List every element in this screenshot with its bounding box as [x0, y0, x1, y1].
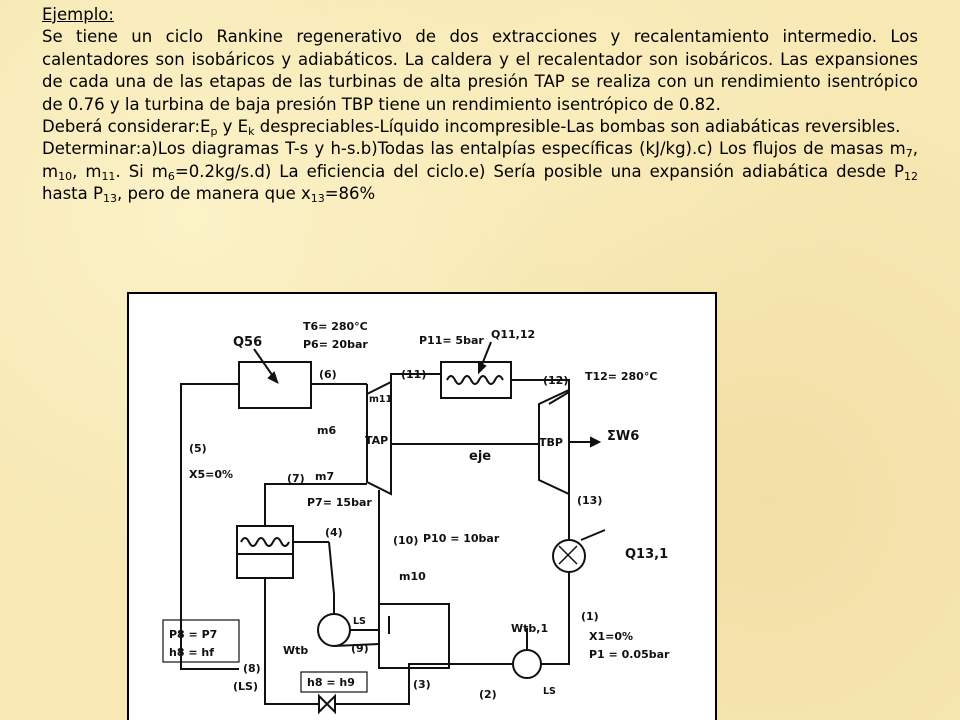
label-state-8: (8) — [243, 662, 261, 675]
label-state-1: (1) — [581, 610, 599, 623]
rankine-cycle-diagram: Q56 T6= 280°C P6= 20bar (6) (11) m11 P11… — [129, 294, 715, 720]
pipe-9 — [333, 643, 380, 647]
subscript: 10 — [58, 169, 73, 183]
label-p11: P11= 5bar — [419, 334, 484, 347]
example-title: Ejemplo: — [42, 5, 114, 24]
label-sum-w: ΣW6 — [607, 429, 639, 444]
label-p7: P7= 15bar — [307, 496, 372, 509]
label-tbp: TBP — [539, 436, 563, 449]
label-state-10: (10) — [393, 534, 418, 547]
label-eje: eje — [469, 449, 491, 464]
text-fragment: . Si m — [115, 161, 168, 181]
text-fragment: =86% — [324, 184, 376, 204]
text-fragment: =0.2kg/s.d) La eficiencia del ciclo.e) S… — [174, 161, 904, 181]
label-state-6: (6) — [319, 368, 337, 381]
text-fragment: , pero de manera que x — [116, 184, 311, 204]
label-q56: Q56 — [233, 335, 262, 350]
text-fragment: Deberá considerar:E — [42, 117, 211, 137]
pipe-7 — [264, 483, 367, 526]
pump-high — [317, 613, 351, 647]
subscript: p — [210, 125, 218, 139]
closed-heater — [236, 525, 294, 579]
label-state-12: (12) — [543, 374, 568, 387]
label-q131: Q13,1 — [625, 547, 668, 562]
problem-statement: Ejemplo: Se tiene un ciclo Rankine regen… — [42, 4, 918, 206]
label-p10: P10 = 10bar — [423, 532, 500, 545]
trap-valve — [318, 693, 336, 715]
subscript: 6 — [167, 169, 175, 183]
subscript: 13 — [102, 192, 117, 206]
label-state-2: (2) — [479, 688, 497, 701]
label-state-9: (9) — [351, 642, 369, 655]
label-state-4: (4) — [325, 526, 343, 539]
subscript: 13 — [310, 192, 325, 206]
tap-turbine — [366, 380, 392, 496]
text-fragment: y E — [217, 117, 249, 137]
label-ls-8: (LS) — [233, 680, 258, 693]
label-p6: P6= 20bar — [303, 338, 368, 351]
label-wtb1: Wtb,1 — [511, 622, 548, 635]
label-x1: X1=0% — [589, 630, 633, 643]
label-p1: P1 = 0.05bar — [589, 648, 670, 661]
pipe-5-to-boiler — [180, 383, 239, 670]
text-fragment: hasta P — [42, 184, 103, 204]
subscript: k — [248, 125, 255, 139]
pump-low — [512, 649, 542, 679]
label-tap: TAP — [365, 434, 388, 447]
pipe-12 — [511, 379, 570, 405]
label-x5: X5=0% — [189, 468, 233, 481]
reheater-coil — [446, 375, 504, 385]
paragraph-considerations: Deberá considerar:Ep y Ek despreciables-… — [42, 116, 918, 138]
label-ls-2: LS — [543, 686, 556, 697]
label-t12: T12= 280°C — [585, 370, 657, 383]
label-m6: m6 — [317, 424, 336, 437]
label-m11: m11 — [369, 394, 392, 405]
label-m10: m10 — [399, 570, 426, 583]
label-h8: h8 = hf — [169, 646, 214, 659]
heater-coil — [240, 537, 290, 547]
label-state-7: (7) — [287, 472, 305, 485]
pipe-11 — [390, 373, 441, 390]
label-q1112: Q11,12 — [491, 328, 535, 341]
label-ls-1: LS — [353, 616, 366, 627]
text-fragment: , m — [42, 139, 918, 181]
label-p8: P8 = P7 — [169, 628, 217, 641]
label-wtb: Wtb — [283, 644, 308, 657]
paragraph-description: Se tiene un ciclo Rankine regenerativo d… — [42, 27, 918, 114]
text-fragment: , m — [72, 161, 102, 181]
boiler — [238, 361, 312, 409]
label-state-5: (5) — [189, 442, 207, 455]
subscript: 11 — [101, 169, 116, 183]
open-heater — [378, 603, 450, 669]
label-t6: T6= 280°C — [303, 320, 368, 333]
label-m7: m7 — [315, 470, 334, 483]
pipe-8 — [264, 578, 319, 705]
subscript: 12 — [904, 169, 918, 183]
text-fragment: despreciables-Líquido incompresible-Las … — [254, 117, 901, 137]
label-h8-h9: h8 = h9 — [307, 676, 355, 689]
label-state-3: (3) — [413, 678, 431, 691]
subscript: 7 — [905, 147, 913, 161]
text-fragment: Determinar:a)Los diagramas T-s y h-s.b)T… — [42, 139, 906, 159]
reheater — [440, 361, 512, 399]
label-state-11: (11) — [401, 368, 426, 381]
paragraph-tasks: Determinar:a)Los diagramas T-s y h-s.b)T… — [42, 138, 918, 205]
pipe-2 — [408, 663, 513, 668]
label-state-13: (13) — [577, 494, 602, 507]
